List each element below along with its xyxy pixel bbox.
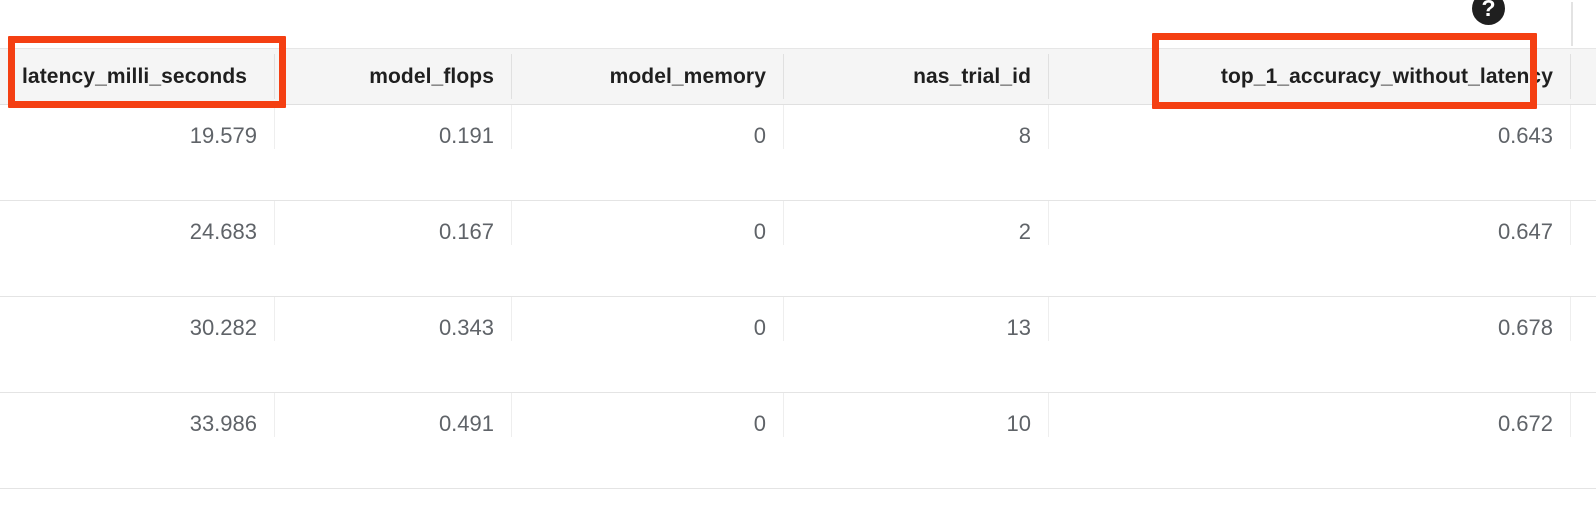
cell-nas_trial_id: 8 bbox=[784, 105, 1049, 149]
cell-model_flops: 0.343 bbox=[275, 297, 512, 341]
cell-divider bbox=[511, 393, 512, 437]
cell-divider bbox=[1570, 201, 1571, 245]
cell-top_1_accuracy_without_latency: 0.643 bbox=[1049, 105, 1571, 149]
table-top-strip: ? bbox=[0, 0, 1596, 48]
column-divider[interactable] bbox=[1570, 54, 1571, 99]
column-header-label: latency_milli_seconds bbox=[22, 64, 248, 88]
column-divider[interactable] bbox=[274, 54, 275, 99]
cell-divider bbox=[1570, 297, 1571, 341]
cell-overflow bbox=[1571, 393, 1596, 411]
cell-latency_milli_seconds: 19.579 bbox=[0, 105, 275, 149]
cell-overflow bbox=[1571, 105, 1596, 123]
help-icon[interactable]: ? bbox=[1472, 0, 1505, 25]
cell-overflow bbox=[1571, 201, 1596, 219]
column-header-top_1_accuracy_without_latency[interactable]: top_1_accuracy_without_latency bbox=[1049, 48, 1571, 105]
cell-model_memory: 0 bbox=[512, 297, 784, 341]
cell-model_flops: 0.167 bbox=[275, 201, 512, 245]
cell-overflow bbox=[1571, 297, 1596, 315]
cell-divider bbox=[1048, 297, 1049, 341]
column-divider[interactable] bbox=[783, 54, 784, 99]
cell-latency_milli_seconds: 33.986 bbox=[0, 393, 275, 437]
cell-nas_trial_id: 13 bbox=[784, 297, 1049, 341]
column-header-nas_trial_id[interactable]: nas_trial_id bbox=[784, 48, 1049, 105]
column-header-label: nas_trial_id bbox=[913, 64, 1031, 88]
column-divider[interactable] bbox=[511, 54, 512, 99]
cell-divider bbox=[1048, 393, 1049, 437]
cell-top_1_accuracy_without_latency: 0.678 bbox=[1049, 297, 1571, 341]
column-header-latency_milli_seconds[interactable]: latency_milli_seconds bbox=[0, 48, 275, 105]
cell-divider bbox=[511, 297, 512, 341]
cell-divider bbox=[1570, 393, 1571, 437]
cell-latency_milli_seconds: 30.282 bbox=[0, 297, 275, 341]
column-resize-handle[interactable] bbox=[1571, 2, 1573, 46]
cell-divider bbox=[1570, 105, 1571, 149]
column-divider[interactable] bbox=[1048, 54, 1049, 99]
column-header-label: top_1_accuracy_without_latency bbox=[1220, 64, 1553, 88]
cell-divider bbox=[274, 393, 275, 437]
cell-model_memory: 0 bbox=[512, 393, 784, 437]
column-header-model_flops[interactable]: model_flops bbox=[275, 48, 512, 105]
cell-latency_milli_seconds: 24.683 bbox=[0, 201, 275, 245]
column-header-overflow[interactable] bbox=[1571, 48, 1596, 105]
cell-divider bbox=[783, 201, 784, 245]
cell-divider bbox=[783, 105, 784, 149]
column-header-label: model_memory bbox=[609, 64, 766, 88]
cell-nas_trial_id: 2 bbox=[784, 201, 1049, 245]
column-header-label: model_flops bbox=[369, 64, 494, 88]
cell-divider bbox=[1048, 201, 1049, 245]
cell-divider bbox=[783, 393, 784, 437]
cell-divider bbox=[274, 201, 275, 245]
cell-divider bbox=[511, 105, 512, 149]
cell-model_memory: 0 bbox=[512, 105, 784, 149]
cell-divider bbox=[274, 297, 275, 341]
column-header-model_memory[interactable]: model_memory bbox=[512, 48, 784, 105]
cell-nas_trial_id: 10 bbox=[784, 393, 1049, 437]
cell-divider bbox=[1048, 105, 1049, 149]
cell-divider bbox=[783, 297, 784, 341]
table-header-row: latency_milli_seconds model_flops model_me… bbox=[0, 48, 1596, 105]
cell-top_1_accuracy_without_latency: 0.672 bbox=[1049, 393, 1571, 437]
cell-divider bbox=[274, 105, 275, 149]
cell-model_memory: 0 bbox=[512, 201, 784, 245]
cell-model_flops: 0.491 bbox=[275, 393, 512, 437]
cell-top_1_accuracy_without_latency: 0.647 bbox=[1049, 201, 1571, 245]
cell-divider bbox=[511, 201, 512, 245]
cell-model_flops: 0.191 bbox=[275, 105, 512, 149]
